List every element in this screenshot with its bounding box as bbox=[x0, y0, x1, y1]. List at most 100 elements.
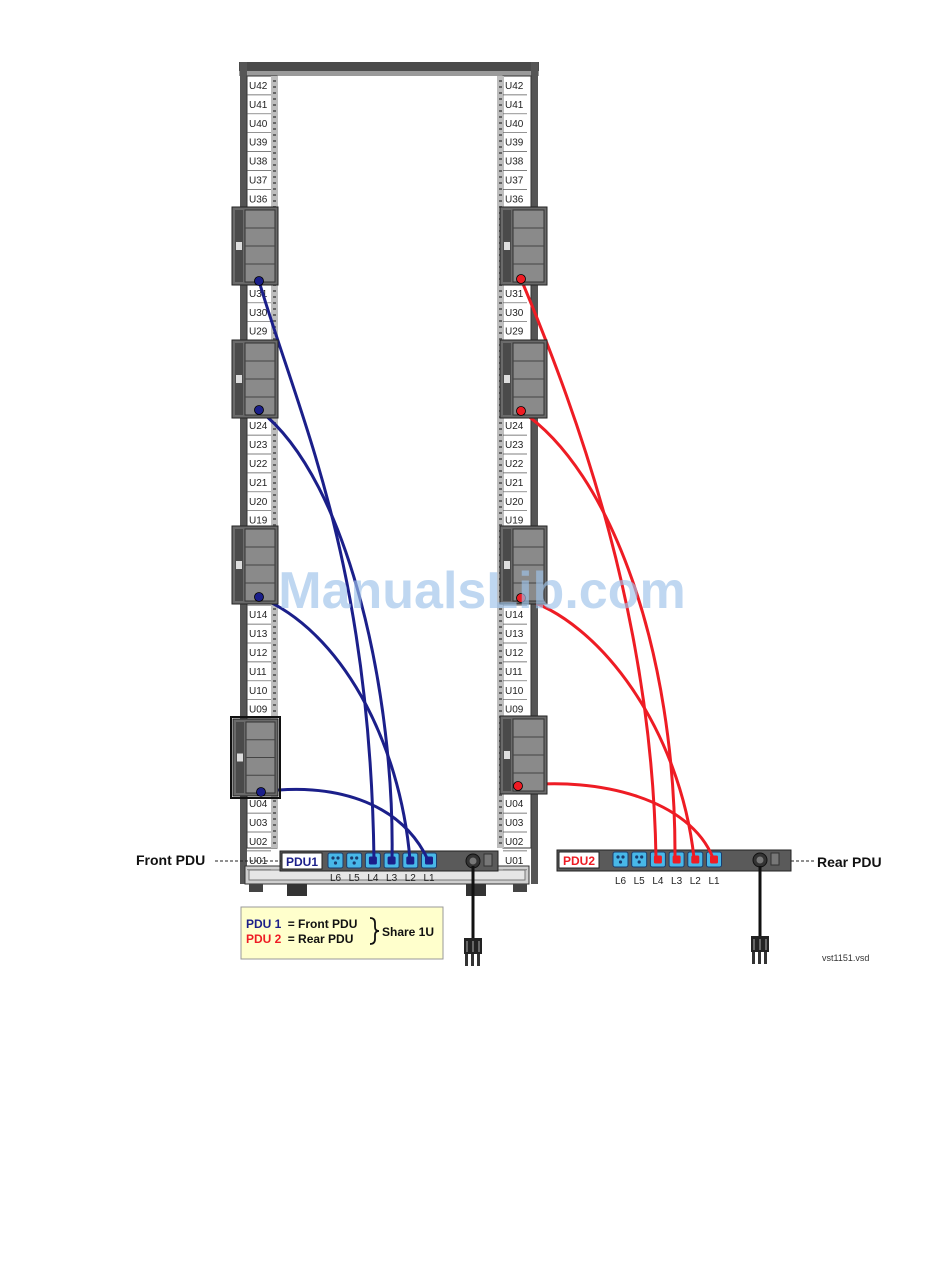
front-outlet bbox=[327, 852, 344, 869]
front-u-label: U37 bbox=[249, 176, 268, 187]
server-modules bbox=[230, 206, 548, 799]
legend-pdu1-desc: = Front PDU bbox=[288, 917, 358, 931]
front-server-module bbox=[231, 525, 279, 605]
rear-u-label: U09 bbox=[505, 705, 524, 716]
front-outlet bbox=[346, 852, 363, 869]
rear-u-label: U36 bbox=[505, 194, 524, 205]
front-server-module bbox=[231, 339, 279, 419]
front-power-cord bbox=[464, 866, 482, 966]
rear-u-label: U42 bbox=[505, 81, 524, 92]
front-u-label: U20 bbox=[249, 497, 268, 508]
front-u-label: U22 bbox=[249, 459, 268, 470]
svg-text:PDU 2 = Rear PDU: PDU 2 = Rear PDU bbox=[246, 932, 353, 946]
front-outlet-label: L3 bbox=[386, 873, 398, 884]
front-power-cable bbox=[259, 787, 430, 862]
rear-outlet bbox=[612, 851, 629, 868]
front-cable-connector bbox=[254, 405, 264, 415]
front-u-label: U10 bbox=[249, 686, 268, 697]
rear-power-cable bbox=[519, 409, 677, 860]
rear-power-cord bbox=[751, 866, 769, 964]
front-u-label: U39 bbox=[249, 138, 268, 149]
legend-pdu2: PDU 2 bbox=[246, 932, 282, 946]
front-u-label: U23 bbox=[249, 440, 268, 451]
rear-cable-connector bbox=[516, 406, 526, 416]
rear-u-label: U31 bbox=[505, 289, 524, 300]
front-u-label: U38 bbox=[249, 157, 268, 168]
front-u-label: U42 bbox=[249, 81, 268, 92]
rear-u-label: U20 bbox=[505, 497, 524, 508]
rear-u-label: U04 bbox=[505, 799, 524, 810]
diagram-filename: vst1151.vsd bbox=[822, 953, 869, 963]
front-server-module bbox=[230, 716, 281, 799]
rear-u-label: U13 bbox=[505, 629, 524, 640]
rear-u-label: U41 bbox=[505, 100, 524, 111]
svg-text:PDU 1 = Front PDU: PDU 1 = Front PDU bbox=[246, 917, 357, 931]
rear-u-label: U30 bbox=[505, 308, 524, 319]
front-pdu-callout-label: Front PDU bbox=[136, 852, 205, 868]
rear-u-label: U21 bbox=[505, 478, 524, 489]
rear-outlet-label: L2 bbox=[690, 876, 702, 887]
front-server-module bbox=[231, 206, 279, 286]
front-u-label: U24 bbox=[249, 421, 268, 432]
rear-cable-connector bbox=[513, 781, 523, 791]
front-outlet-label: L2 bbox=[405, 873, 417, 884]
front-u-label: U02 bbox=[249, 837, 268, 848]
front-u-label: U29 bbox=[249, 327, 268, 338]
rear-u-label: U29 bbox=[505, 327, 524, 338]
rear-outlet bbox=[631, 851, 648, 868]
front-power-cable bbox=[257, 408, 394, 862]
rear-cable-connector bbox=[516, 593, 526, 603]
rear-outlet-label: L6 bbox=[615, 876, 627, 887]
rear-u-label: U39 bbox=[505, 138, 524, 149]
legend-pdu1: PDU 1 bbox=[246, 917, 282, 931]
rear-u-label: U12 bbox=[505, 648, 524, 659]
rear-cable-connector bbox=[516, 274, 526, 284]
rear-u-label: U19 bbox=[505, 516, 524, 527]
rear-u-label: U37 bbox=[505, 176, 524, 187]
front-u-label: U41 bbox=[249, 100, 268, 111]
front-u-label: U09 bbox=[249, 705, 268, 716]
rear-u-label: U24 bbox=[505, 421, 524, 432]
front-u-label: U12 bbox=[249, 648, 268, 659]
rear-u-label: U14 bbox=[505, 610, 524, 621]
rear-power-cable bbox=[516, 782, 715, 860]
legend-box: PDU 1 = Front PDU PDU 2 = Rear PDU Share… bbox=[240, 906, 444, 960]
watermark: ManualsLib.com bbox=[278, 562, 685, 620]
front-u-label: U30 bbox=[249, 308, 268, 319]
rear-u-label: U38 bbox=[505, 157, 524, 168]
legend-brace bbox=[369, 917, 380, 945]
front-cable-connector bbox=[256, 787, 266, 797]
rear-pdu-callout-label: Rear PDU bbox=[817, 854, 882, 870]
front-pdu-callout: Front PDU bbox=[136, 852, 281, 868]
rear-u-label: U03 bbox=[505, 818, 524, 829]
front-u-label: U21 bbox=[249, 478, 268, 489]
rear-u-label: U02 bbox=[505, 837, 524, 848]
front-u-label: U40 bbox=[249, 119, 268, 130]
rear-server-module bbox=[499, 339, 548, 419]
rear-server-module bbox=[499, 206, 548, 286]
rear-outlet-label: L1 bbox=[708, 876, 720, 887]
rear-outlet-label: L3 bbox=[671, 876, 683, 887]
front-u-label: U13 bbox=[249, 629, 268, 640]
rear-u-label: U40 bbox=[505, 119, 524, 130]
rear-pdu-callout: Rear PDU bbox=[791, 854, 882, 870]
front-u-label: U36 bbox=[249, 194, 268, 205]
front-cable-connector bbox=[254, 592, 264, 602]
front-u-label: U19 bbox=[249, 516, 268, 527]
front-power-cable bbox=[257, 595, 412, 862]
rear-power-cable bbox=[519, 596, 696, 860]
rear-u-label: U01 bbox=[505, 856, 524, 867]
front-u-label: U03 bbox=[249, 818, 268, 829]
rear-u-label: U11 bbox=[505, 667, 523, 678]
rear-server-module bbox=[499, 715, 548, 795]
rear-u-label: U23 bbox=[505, 440, 524, 451]
front-u-label: U01 bbox=[249, 856, 268, 867]
legend-pdu2-desc: = Rear PDU bbox=[288, 932, 354, 946]
legend-share-label: Share 1U bbox=[382, 925, 434, 939]
front-u-label: U04 bbox=[249, 799, 268, 810]
front-outlet-label: L5 bbox=[349, 873, 361, 884]
front-outlet-label: L1 bbox=[423, 873, 435, 884]
rear-u-label: U10 bbox=[505, 686, 524, 697]
